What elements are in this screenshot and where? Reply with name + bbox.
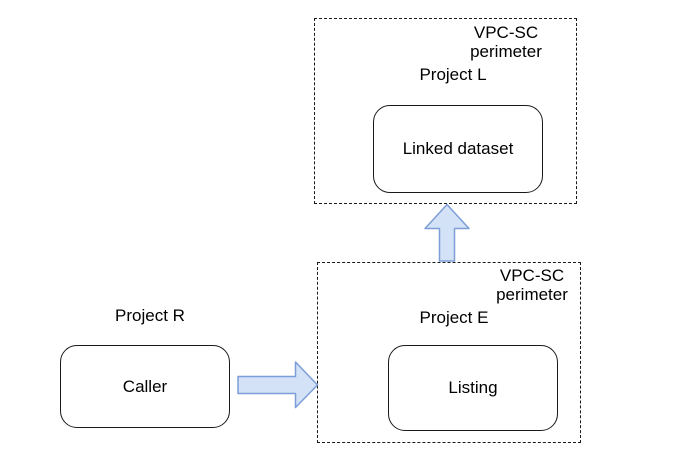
vpc-sc-perimeter-project-e: VPC-SC perimeter Project E Listing bbox=[317, 262, 581, 443]
perimeter-e-title: VPC-SC perimeter bbox=[461, 266, 603, 304]
vpc-sc-perimeter-project-l: VPC-SC perimeter Project L Linked datase… bbox=[314, 18, 577, 204]
arrow-listing-to-linked-dataset-icon bbox=[424, 203, 470, 262]
arrow-caller-to-listing-icon bbox=[237, 361, 319, 409]
caller-node-label: Caller bbox=[122, 376, 168, 396]
perimeter-l-title-line1: VPC-SC bbox=[473, 23, 539, 42]
linked-dataset-node-label: Linked dataset bbox=[402, 139, 514, 158]
caller-node: Caller bbox=[60, 345, 230, 428]
perimeter-l-title: VPC-SC perimeter bbox=[435, 23, 577, 61]
perimeter-e-title-line2: perimeter bbox=[496, 285, 568, 304]
project-l-label: Project L bbox=[419, 65, 487, 84]
listing-node-label: Listing bbox=[448, 378, 498, 397]
linked-dataset-node: Linked dataset bbox=[373, 105, 543, 193]
listing-node: Listing bbox=[388, 345, 558, 431]
perimeter-e-title-line1: VPC-SC bbox=[499, 266, 565, 285]
project-r-label: Project R bbox=[115, 306, 185, 325]
project-e-label: Project E bbox=[419, 308, 489, 327]
perimeter-l-title-line2: perimeter bbox=[470, 42, 542, 61]
